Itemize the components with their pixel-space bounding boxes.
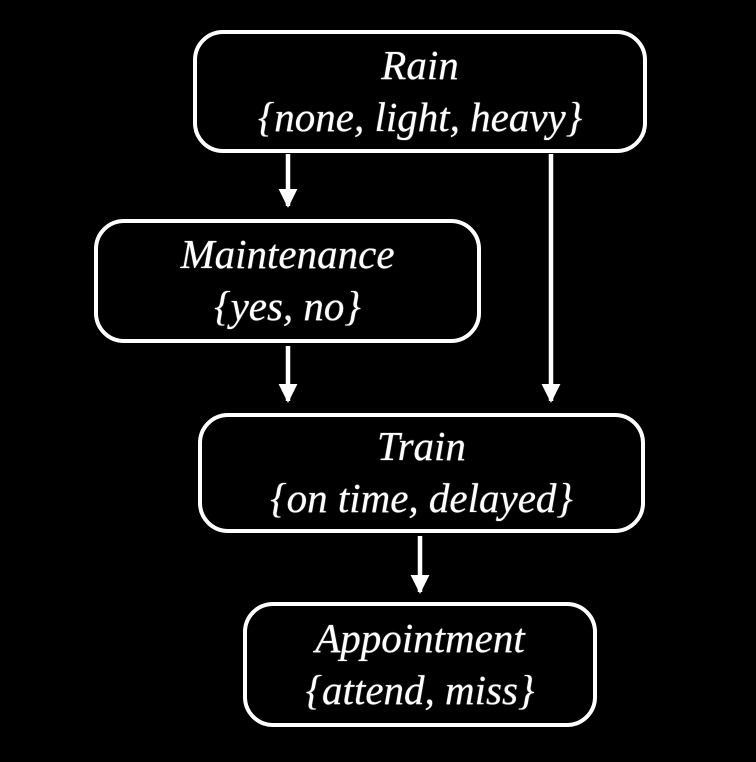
node-train-domain: {on time, delayed} bbox=[270, 475, 573, 521]
node-train-label: Train bbox=[377, 423, 466, 470]
node-appointment-label: Appointment bbox=[315, 614, 525, 661]
node-rain-domain: {none, light, heavy} bbox=[257, 93, 583, 140]
node-maintenance-domain: {yes, no} bbox=[214, 283, 361, 329]
node-maintenance-label: Maintenance bbox=[180, 231, 395, 278]
node-rain: Rain {none, light, heavy} bbox=[193, 30, 647, 153]
node-appointment: Appointment {attend, miss} bbox=[243, 602, 597, 727]
node-appointment-domain: {attend, miss} bbox=[305, 666, 535, 713]
node-train: Train {on time, delayed} bbox=[198, 413, 645, 533]
node-maintenance: Maintenance {yes, no} bbox=[94, 219, 481, 343]
node-rain-label: Rain bbox=[381, 41, 459, 88]
